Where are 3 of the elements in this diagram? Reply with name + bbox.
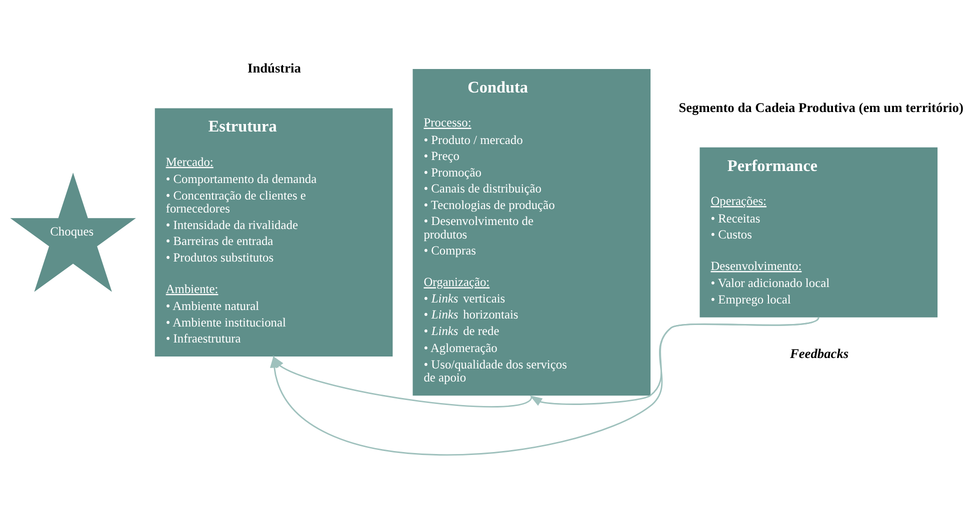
label: Segmento da Cadeia Produtiva (em um território) — [678, 100, 964, 115]
label: Feedbacks — [790, 346, 849, 362]
label: Indústria — [248, 60, 301, 76]
